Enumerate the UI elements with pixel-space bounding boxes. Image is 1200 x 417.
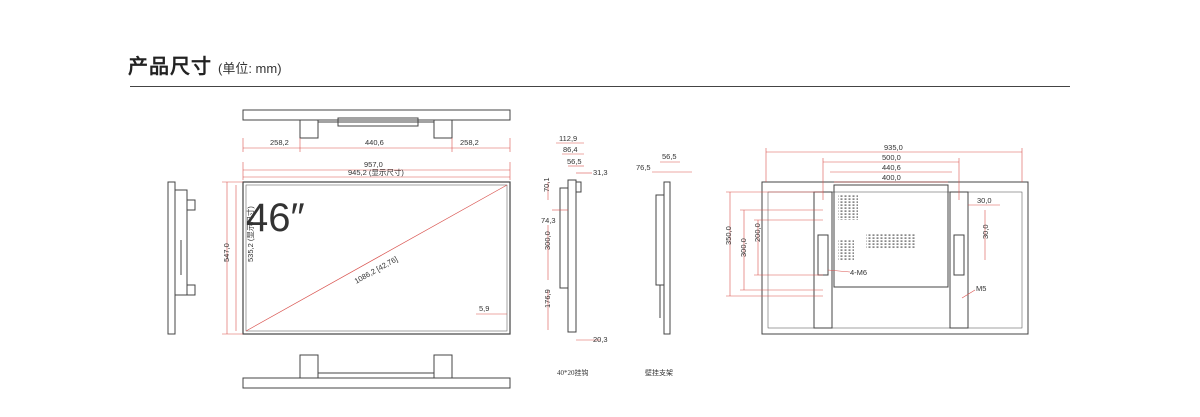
top-view [242, 109, 511, 139]
label-screw-m6: 4-M6 [850, 268, 867, 277]
back-board [833, 184, 949, 288]
dim-hook-2: 86,4 [563, 145, 578, 154]
top-view-outline [242, 109, 511, 121]
back-bracket-right [949, 191, 969, 329]
dim-hook-5: 70,1 [542, 177, 551, 192]
dim-hook-3: 56,5 [567, 157, 582, 166]
label-screw-m5: M5 [976, 284, 986, 293]
dim-display-width: 945,2 (显示尺寸) [348, 167, 404, 177]
dim-bracket-center: 440,6 [365, 138, 384, 147]
dim-hook-4: 31,3 [593, 168, 608, 177]
section-title: 产品尺寸 [128, 56, 212, 78]
vent-grille-3 [838, 240, 854, 260]
back-bracket-left [813, 191, 833, 329]
dim-back-w3: 440,6 [882, 163, 901, 172]
dim-back-h2: 300,0 [739, 238, 748, 257]
side-view-hook [559, 179, 582, 333]
dim-hook-8: 176,9 [543, 289, 552, 308]
vent-grille-2 [866, 233, 916, 249]
front-display-area [245, 184, 508, 332]
dim-back-r2: 30,0 [981, 224, 990, 239]
top-bracket-right [433, 119, 453, 139]
dim-back-w2: 500,0 [882, 153, 901, 162]
side-view-wall-bracket [655, 181, 671, 335]
dim-back-r1: 30,0 [977, 196, 992, 205]
front-view-dims [222, 181, 507, 335]
screen-size-label: 46″ [246, 196, 305, 240]
dim-bracket-right: 258,2 [460, 138, 479, 147]
dim-back-w1: 935,0 [884, 143, 903, 152]
dim-back-h1: 350,0 [724, 226, 733, 245]
caption-wall-bracket: 壁挂支架 [645, 368, 673, 377]
section-header: 产品尺寸 (单位: mm) [128, 50, 282, 79]
side-view-hook-dims [547, 142, 600, 341]
top-view-dims [242, 138, 511, 180]
dim-back-h3: 200,0 [753, 223, 762, 242]
dim-bracket-left: 258,2 [270, 138, 289, 147]
bottom-view [242, 354, 511, 389]
vent-grille-1 [838, 195, 858, 220]
dim-wall-2: 56,5 [662, 152, 677, 161]
back-view-dims [726, 148, 1023, 299]
dim-hook-9: 20,3 [593, 335, 608, 344]
dim-wall-1: 76,5 [636, 163, 651, 172]
top-bracket-left [299, 119, 319, 139]
left-side-view [167, 181, 196, 335]
header-divider [130, 86, 1070, 87]
dim-diagonal: 1086,2 [42,76] [353, 254, 399, 285]
dim-hook-1: 112,9 [559, 134, 577, 143]
dim-display-height: 535,2 (显示尺寸) [245, 206, 255, 262]
dim-overall-height: 547,0 [222, 243, 231, 262]
unit-label: (单位: mm) [218, 61, 282, 76]
dim-back-w4: 400,0 [882, 173, 901, 182]
front-panel-outline [242, 181, 511, 335]
dim-hook-6: 74,3 [541, 216, 556, 225]
dim-bezel: 5,9 [479, 304, 489, 313]
diagonal-line [245, 184, 508, 332]
front-view [242, 181, 511, 335]
dim-hook-7: 300,0 [543, 231, 552, 250]
caption-hook: 40*20挂钩 [557, 368, 589, 377]
side-view-wall-bracket-dims [652, 161, 692, 173]
dim-overall-width: 957,0 [364, 160, 383, 169]
